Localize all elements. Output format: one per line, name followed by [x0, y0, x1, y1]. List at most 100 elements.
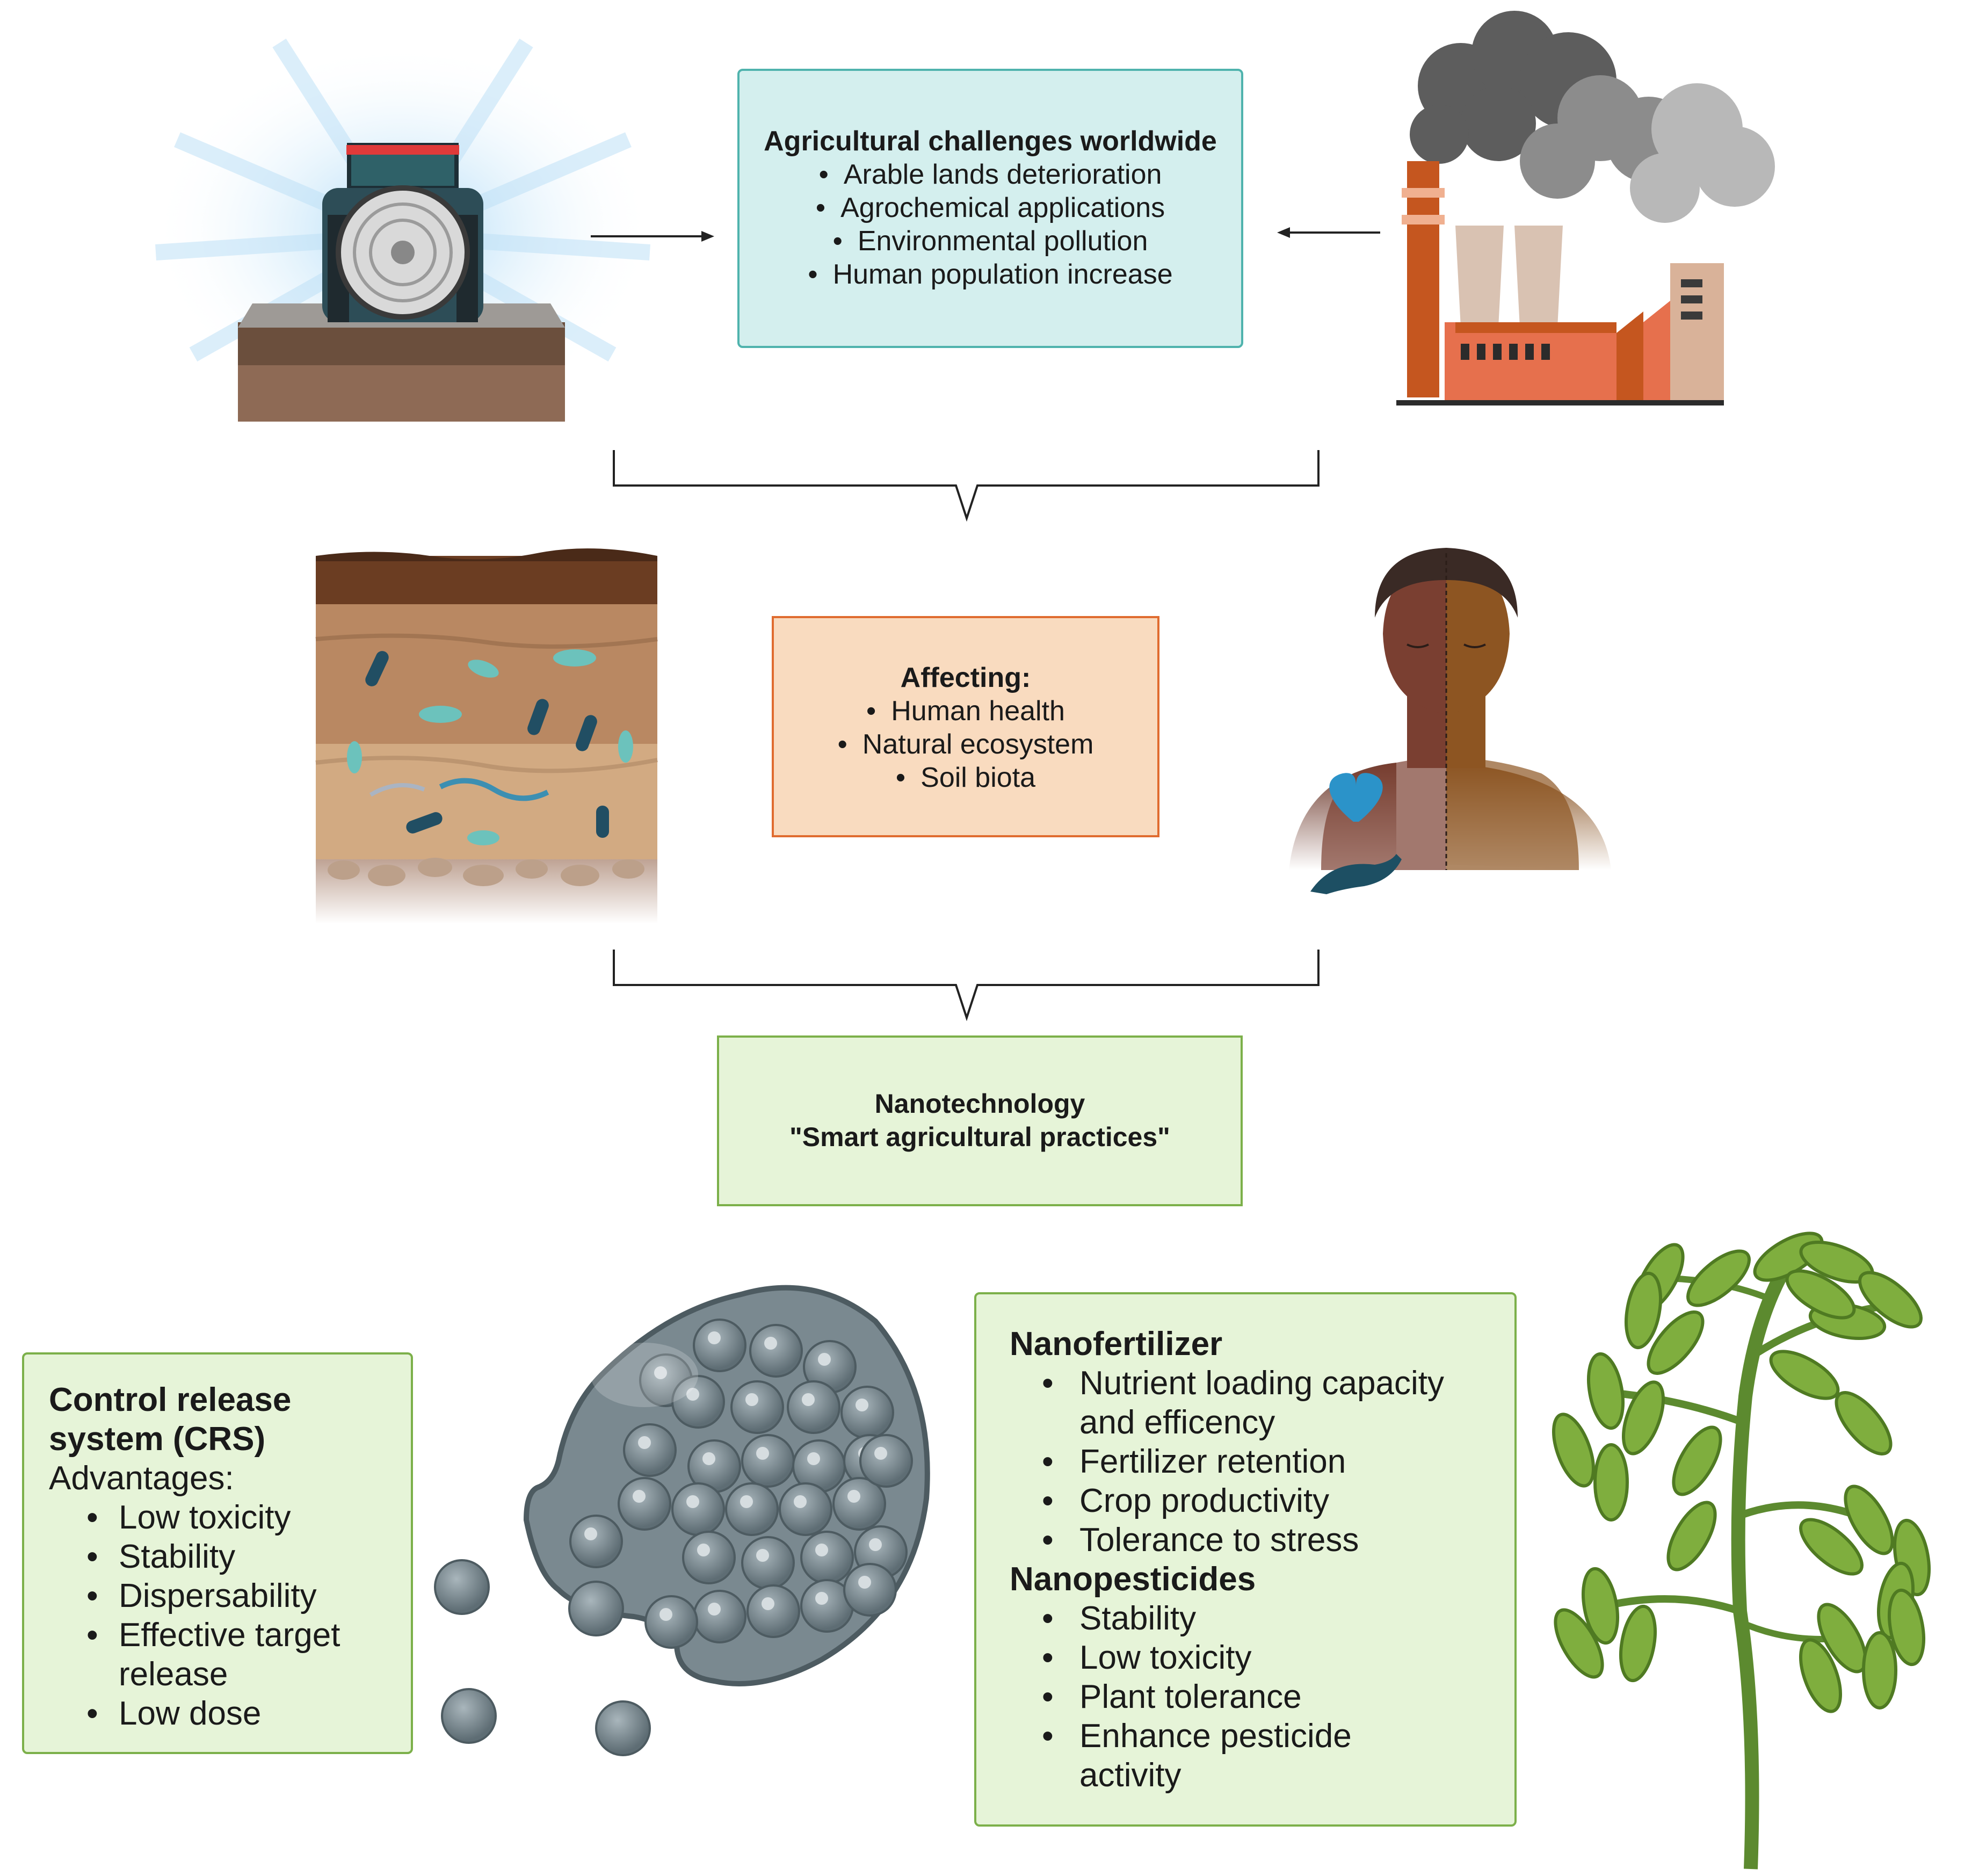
leaf [1593, 1443, 1629, 1522]
heart-hand-icon [1310, 773, 1402, 894]
nanoparticle [671, 1375, 725, 1429]
bracket-1 [613, 450, 1320, 522]
nanoparticle-highlight [708, 1603, 721, 1616]
leaf [1554, 1608, 1604, 1679]
nanoparticle [693, 1590, 746, 1643]
nanoparticle-highlight [762, 1597, 774, 1610]
nanoparticle-highlight [756, 1447, 769, 1460]
nanoparticle [569, 1515, 623, 1568]
arrow-factory-to-challenges [1277, 227, 1380, 238]
nanoparticle-highlight [869, 1538, 882, 1551]
list-item: Fertilizer retention [1042, 1442, 1514, 1481]
nanoparticle-highlight [633, 1490, 646, 1503]
soil-microbes-icon [315, 548, 658, 924]
affecting-box: Affecting: Human health Natural ecosyste… [772, 616, 1159, 837]
nanofertilizer-list: Nutrient loading capacity and efficency … [1042, 1364, 1514, 1560]
list-item: Arable lands deterioration [740, 158, 1241, 191]
nanoparticle-highlight [638, 1436, 651, 1449]
nanoparticle-highlight [764, 1337, 777, 1350]
nanoparticle [618, 1477, 671, 1531]
leaf [1769, 1350, 1840, 1400]
leaf [1619, 1604, 1657, 1683]
leaf [1858, 1271, 1923, 1329]
leaf [1862, 1631, 1897, 1710]
crs-list: Low toxicity Stability Dispersability Ef… [86, 1498, 411, 1733]
list-item: Low toxicity [1042, 1638, 1514, 1677]
nanoparticle-highlight [697, 1544, 710, 1556]
nanotechnology-box: Nanotechnology "Smart agricultural pract… [717, 1035, 1243, 1206]
crs-box: Control release system (CRS) Advantages:… [22, 1352, 413, 1754]
list-item: Dispersability [86, 1576, 411, 1616]
list-item: Environmental pollution [740, 224, 1241, 258]
nanoparticle-highlight [815, 1544, 828, 1556]
nanoparticle-highlight [686, 1388, 699, 1401]
nanoparticle [741, 1536, 795, 1590]
challenges-list: Arable lands deterioration Agrochemical … [740, 158, 1241, 291]
nanoparticle [787, 1380, 840, 1434]
nanoparticle [644, 1595, 698, 1649]
leaf [1666, 1501, 1717, 1571]
list-item: Effective target release [86, 1616, 344, 1694]
factory-icon [1396, 11, 1775, 405]
list-item: Stability [86, 1537, 411, 1576]
nanoparticle-highlight [847, 1490, 860, 1503]
challenges-title: Agricultural challenges worldwide [764, 126, 1217, 157]
affecting-list: Human health Natural ecosystem Soil biot… [774, 694, 1157, 794]
nanoparticle-highlight [756, 1549, 769, 1562]
nanoparticle [859, 1434, 913, 1488]
list-item: Stability [1042, 1599, 1514, 1638]
nanoparticle [671, 1482, 725, 1536]
nanopesticides-title: Nanopesticides [1010, 1561, 1256, 1598]
arrow-tractor-to-challenges [591, 231, 714, 242]
leaf [1817, 1603, 1867, 1674]
leaf [1844, 1484, 1894, 1555]
nanoparticle [682, 1531, 736, 1584]
nanoparticle [832, 1477, 886, 1531]
nanoparticle-highlight [818, 1353, 831, 1366]
nanoparticle-highlight [815, 1592, 828, 1605]
nanopesticides-list: Stability Low toxicity Plant tolerance E… [1042, 1599, 1514, 1795]
nanoparticle [741, 1434, 795, 1488]
list-item: Tolerance to stress [1042, 1520, 1514, 1560]
list-item: Nutrient loading capacity and efficency [1042, 1364, 1488, 1442]
nanoparticle-highlight [874, 1447, 887, 1460]
human-head-icon [1289, 548, 1611, 870]
list-item: Natural ecosystem [774, 728, 1157, 761]
affecting-title: Affecting: [900, 662, 1031, 693]
list-item: Low toxicity [86, 1498, 411, 1537]
nanoparticle-highlight [807, 1452, 820, 1465]
leaf [1799, 1518, 1864, 1576]
tomato-plant-icon [1552, 1232, 1931, 1870]
leaf [1799, 1638, 1842, 1713]
nanoparticle-highlight [654, 1366, 667, 1379]
leaf [1625, 1271, 1662, 1350]
nanotech-subtitle: "Smart agricultural practices" [789, 1122, 1170, 1152]
nanoparticle-highlight [858, 1576, 871, 1589]
nanoparticle-highlight [794, 1495, 807, 1508]
nanoparticle [730, 1380, 784, 1434]
nanoparticle [623, 1423, 677, 1477]
nanoparticle-highlight [745, 1393, 758, 1406]
nanofertilizer-title: Nanofertilizer [1010, 1325, 1223, 1363]
nanoparticle-highlight [584, 1527, 597, 1540]
leaf [1686, 1249, 1751, 1307]
leaf [1552, 1413, 1595, 1488]
nanocapsule-icon [434, 1285, 930, 1756]
nanoparticle-highlight [802, 1393, 815, 1406]
list-item: Low dose [86, 1694, 411, 1733]
leaf [1582, 1567, 1619, 1645]
crs-title-line2: system (CRS) [49, 1421, 266, 1458]
list-item: Agrochemical applications [740, 191, 1241, 224]
leaf [1672, 1425, 1722, 1496]
nanoparticle-highlight [856, 1399, 868, 1411]
nanotech-title: Nanotechnology [874, 1089, 1085, 1119]
nanoparticle [779, 1482, 832, 1536]
leaf [1587, 1352, 1625, 1430]
nanoparticle [746, 1584, 800, 1638]
list-item: Crop productivity [1042, 1481, 1514, 1520]
challenges-box: Agricultural challenges worldwide Arable… [737, 69, 1243, 348]
nanoparticle [725, 1482, 779, 1536]
leaf [1888, 1588, 1925, 1667]
